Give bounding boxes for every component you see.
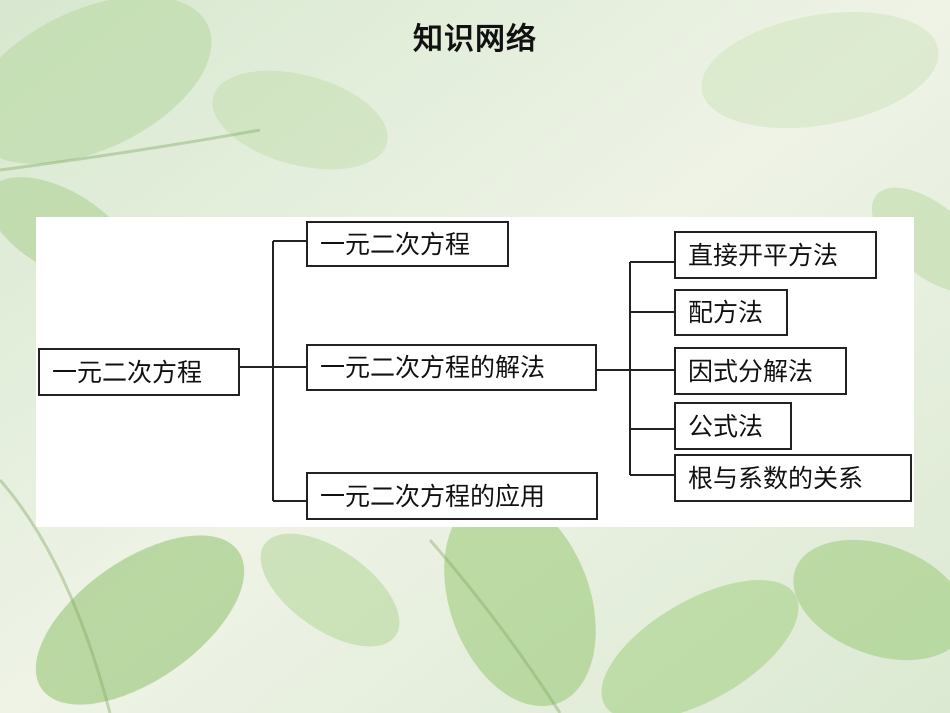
method-formula-node: 公式法 [674, 402, 792, 450]
knowledge-map: 一元二次方程 一元二次方程 一元二次方程的解法 一元二次方程的应用 直接开平方法… [36, 217, 914, 527]
method-vieta-node: 根与系数的关系 [674, 454, 912, 502]
branch-application-node: 一元二次方程的应用 [306, 472, 598, 520]
page-title: 知识网络 [413, 22, 537, 57]
branch-definition-node: 一元二次方程 [306, 221, 509, 267]
method-direct-sqrt-node: 直接开平方法 [674, 231, 877, 279]
method-factoring-node: 因式分解法 [674, 347, 847, 395]
root-node: 一元二次方程 [38, 348, 240, 396]
connector-lines [240, 240, 674, 502]
branch-solutions-node: 一元二次方程的解法 [306, 344, 597, 391]
method-completing-square-node: 配方法 [674, 289, 788, 336]
